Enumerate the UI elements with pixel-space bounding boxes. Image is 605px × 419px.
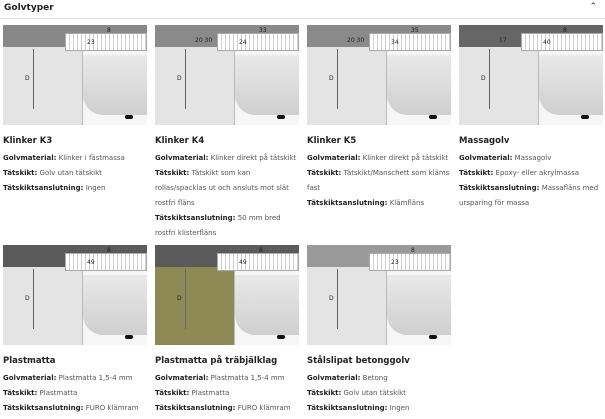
dimension-label: D bbox=[481, 75, 486, 82]
spec-line: Tätskikt: Tätskikt/Manschett som kläms f… bbox=[307, 169, 450, 192]
dimension-label: 35 bbox=[411, 27, 419, 34]
spec-line: Golvmaterial: Klinker i fästmassa bbox=[3, 154, 125, 162]
spec-line: Tätskikt: Plastmatta bbox=[3, 389, 78, 397]
dimension-label: 20 30 bbox=[347, 37, 365, 44]
spec-line: Tätskiktsanslutning: 50 mm bred rostfri … bbox=[155, 214, 281, 237]
spec-line: Tätskikt: Golv utan tätskikt bbox=[307, 389, 406, 397]
card-title: Klinker K3 bbox=[3, 136, 53, 146]
dimension-label: D bbox=[329, 75, 334, 82]
dimension-label: 8 bbox=[411, 247, 415, 254]
spec-line: Golvmaterial: Betong bbox=[307, 374, 388, 382]
floor-type-card: 34 35 20 30 D Klinker K5 Golvmaterial: Klin… bbox=[307, 25, 453, 211]
dimension-label: 8 bbox=[107, 247, 111, 254]
card-title: Massagolv bbox=[459, 136, 510, 146]
dimension-label: 34 bbox=[391, 39, 399, 46]
dimension-label: 49 bbox=[87, 259, 95, 266]
dimension-label: 8 bbox=[563, 27, 567, 34]
dimension-label: D bbox=[25, 75, 30, 82]
spec-line: Golvmaterial: Klinker direkt på tätskikt bbox=[155, 154, 297, 162]
card-title: Plastmatta bbox=[3, 356, 56, 366]
dimension-label: 23 bbox=[391, 259, 399, 266]
dimension-label: D bbox=[177, 295, 182, 302]
spec-line: Tätskikt: Epoxy- eller akrylmassa bbox=[459, 169, 579, 177]
dimension-label: D bbox=[329, 295, 334, 302]
spec-line: Tätskiktsanslutning: Massafläns med ursp… bbox=[459, 184, 599, 207]
card-title: Plastmatta på träbjälklag bbox=[155, 356, 278, 366]
floor-drain-diagram: 34 35 20 30 D bbox=[307, 25, 451, 125]
spec-line: Tätskikt: Golv utan tätskikt bbox=[3, 169, 102, 177]
card-title: Klinker K5 bbox=[307, 136, 357, 146]
divider bbox=[0, 18, 605, 19]
spec-line: Tätskiktsanslutning: Ingen bbox=[3, 184, 106, 192]
spec-line: Tätskiktsanslutning: Ingen bbox=[307, 404, 410, 412]
dimension-label: 40 bbox=[543, 39, 551, 46]
dimension-label: 8 bbox=[107, 27, 111, 34]
spec-line: Golvmaterial: Massagolv bbox=[459, 154, 552, 162]
card-title: Stålslipat betonggolv bbox=[307, 356, 410, 366]
spec-line: Tätskiktsanslutning: Klämfläns bbox=[307, 199, 425, 207]
floor-drain-diagram: 24 33 20 30 D bbox=[155, 25, 299, 125]
dimension-label: 49 bbox=[239, 259, 247, 266]
spec-line: Tätskiktsanslutning: FURO klämram bbox=[155, 404, 291, 412]
spec-line: Tätskiktsanslutning: FURO klämram bbox=[3, 404, 139, 412]
section-title: Golvtyper bbox=[4, 3, 54, 13]
spec-line: Golvmaterial: Plastmatta 1,5-4 mm bbox=[155, 374, 285, 382]
dimension-label: 17 bbox=[499, 37, 507, 44]
card-title: Klinker K4 bbox=[155, 136, 205, 146]
dimension-label: 24 bbox=[239, 39, 247, 46]
floor-type-card: 24 33 20 30 D Klinker K4 Golvmaterial: Klin… bbox=[155, 25, 301, 241]
dimension-label: 8 bbox=[259, 247, 263, 254]
dimension-label: 23 bbox=[87, 39, 95, 46]
spec-line: Golvmaterial: Klinker direkt på tätskikt bbox=[307, 154, 449, 162]
spec-line: Tätskikt: Plastmatta bbox=[155, 389, 230, 397]
dimension-label: 20 30 bbox=[195, 37, 213, 44]
chevron-up-icon[interactable]: ⌃ bbox=[589, 2, 597, 12]
dimension-label: D bbox=[177, 75, 182, 82]
spec-line: Golvmaterial: Plastmatta 1,5-4 mm bbox=[3, 374, 133, 382]
dimension-label: 33 bbox=[259, 27, 267, 34]
spec-line: Tätskikt: Tätskikt som kan rollas/spackl… bbox=[155, 169, 289, 207]
dimension-label: D bbox=[25, 295, 30, 302]
